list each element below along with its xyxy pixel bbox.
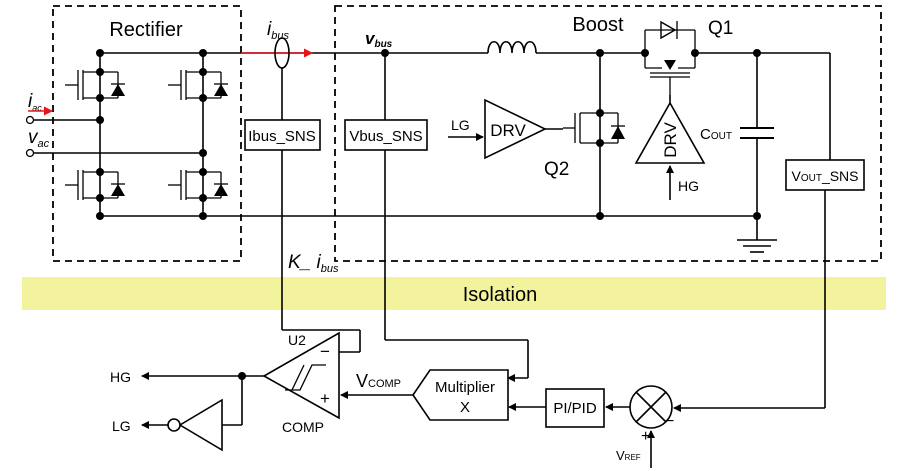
boost-frame <box>334 5 882 262</box>
rectifier-junctions <box>96 49 207 220</box>
lg-output-label: LG <box>112 418 131 434</box>
multiplier-label: Multiplier <box>435 379 495 396</box>
hysteresis-icon <box>285 364 326 391</box>
ac-terminal-2 <box>25 148 35 158</box>
ground-symbol <box>737 239 777 253</box>
vac-label: vac <box>28 127 50 150</box>
vbus-label: vbus <box>365 29 393 50</box>
isolation-label: Isolation <box>463 284 538 306</box>
rectifier-frame <box>52 5 242 262</box>
summing-junction <box>629 385 673 429</box>
summer-plus: + <box>641 428 650 445</box>
ac-terminal-1 <box>25 115 35 125</box>
iac-label: iac <box>28 91 42 113</box>
vref-label: VREF <box>616 448 641 463</box>
lg-input-label: LG <box>451 117 470 133</box>
vcomp-label: VCOMP <box>356 371 401 391</box>
rectifier-switch-top-right <box>168 70 228 100</box>
summer-minus: − <box>665 413 674 430</box>
ibus-label: ibus <box>267 19 289 42</box>
q1-label: Q1 <box>708 18 733 39</box>
vbus-sns-label: Vbus_SNS <box>349 128 422 145</box>
inverter-bubble <box>167 418 181 432</box>
ibus-sns-label: Ibus_SNS <box>248 128 316 145</box>
kibus-label: K_ ibus <box>288 252 339 275</box>
multiplier-block <box>412 369 509 421</box>
q1-driver-label: DRV <box>661 122 680 158</box>
rectifier-switch-bottom-right <box>168 170 228 200</box>
comparator-u2 <box>262 331 340 420</box>
pi-pid-block <box>545 388 605 428</box>
vbus-sns-block <box>344 119 428 151</box>
boost-title: Boost <box>572 14 624 36</box>
q2-switch <box>563 112 625 144</box>
cout-label: COUT <box>700 126 732 143</box>
q1-switch <box>644 20 696 95</box>
rectifier-title: Rectifier <box>109 19 183 41</box>
hg-output-label: HG <box>110 369 131 385</box>
pi-pid-label: PI/PID <box>553 400 597 417</box>
q1-driver <box>634 101 706 164</box>
multiplier-symbol: X <box>460 399 470 416</box>
q2-driver-label: DRV <box>490 121 526 140</box>
rectifier-switch-top-left <box>65 70 125 100</box>
q2-label: Q2 <box>544 159 569 180</box>
q2-driver <box>484 98 547 160</box>
hg-input-label: HG <box>678 178 699 194</box>
vout-sns-label: VOUT_SNS <box>791 168 858 184</box>
comp-minus: − <box>320 342 330 361</box>
rectifier-switch-bottom-left <box>65 170 125 200</box>
comp-label: COMP <box>282 419 324 435</box>
comp-plus: + <box>320 389 330 408</box>
inverter <box>178 398 223 452</box>
u2-label: U2 <box>288 332 306 348</box>
isolation-band <box>22 277 886 310</box>
boost-inductor <box>487 40 537 54</box>
